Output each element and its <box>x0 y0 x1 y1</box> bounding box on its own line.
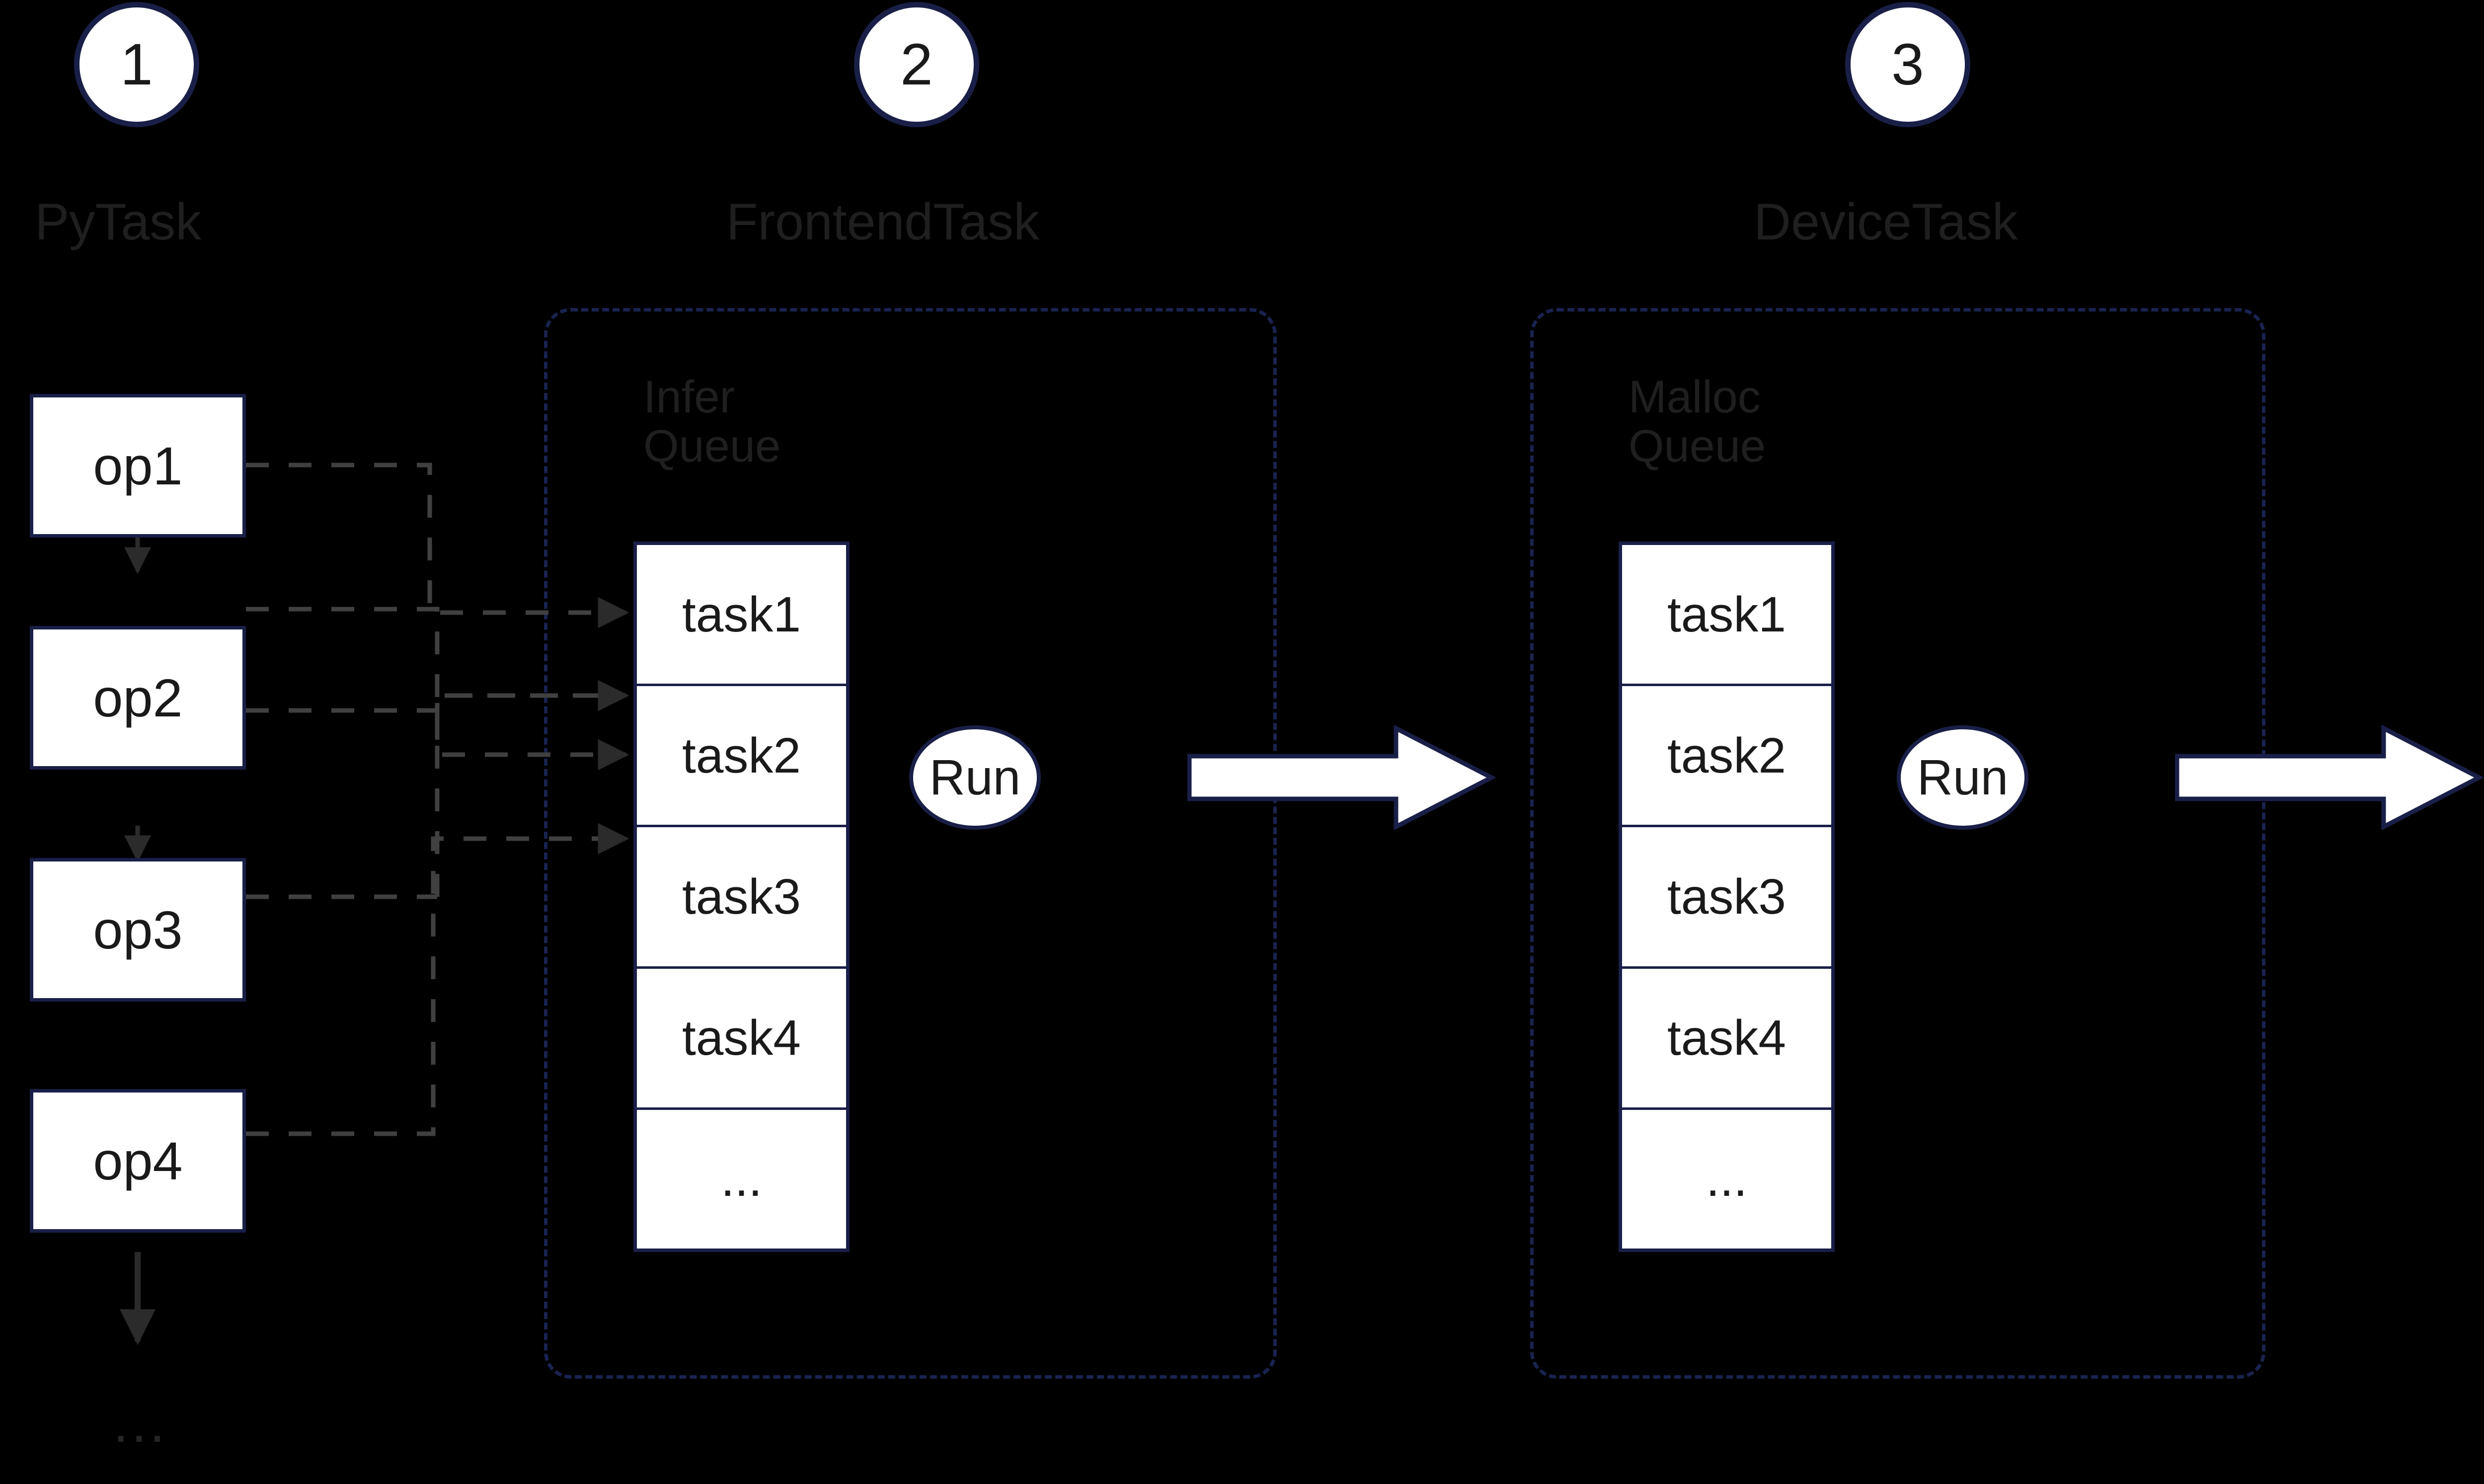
queue-title-infer: Infer Queue <box>643 372 781 472</box>
task-label: task1 <box>1667 586 1786 642</box>
task-cell[interactable]: task2 <box>1622 686 1831 828</box>
step-number-1: 1 <box>120 32 153 97</box>
flow-arrow-frontend-to-device <box>1187 725 1495 830</box>
task-cell[interactable]: task4 <box>637 969 846 1110</box>
run-ellipse-device[interactable]: Run <box>1897 725 2028 830</box>
task-label: task4 <box>1667 1010 1786 1066</box>
step-circle-1: 1 <box>74 2 199 127</box>
op-label: op4 <box>93 1130 183 1191</box>
step-circle-3: 3 <box>1845 2 1970 127</box>
stage-label-pytask: PyTask <box>35 193 202 251</box>
group-box-devicetask <box>1530 308 2265 1379</box>
task-label: task3 <box>1667 869 1786 925</box>
task-stack-infer: task1 task2 task3 task4 ... <box>633 542 850 1252</box>
task-cell[interactable]: task4 <box>1622 969 1831 1110</box>
run-label: Run <box>1917 750 2009 805</box>
task-label: task4 <box>682 1010 801 1066</box>
op-box-op4[interactable]: op4 <box>30 1089 246 1233</box>
task-cell[interactable]: task1 <box>637 545 846 687</box>
op-box-op2[interactable]: op2 <box>30 626 246 770</box>
task-cell-ellipsis: ... <box>1622 1110 1831 1249</box>
op-label: op1 <box>93 435 183 496</box>
task-cell[interactable]: task1 <box>1622 545 1831 687</box>
step-number-3: 3 <box>1891 32 1924 97</box>
op-box-op3[interactable]: op3 <box>30 858 246 1002</box>
task-cell[interactable]: task3 <box>1622 827 1831 969</box>
task-cell[interactable]: task3 <box>637 827 846 969</box>
queue-title-malloc: Malloc Queue <box>1629 372 1766 472</box>
run-label: Run <box>929 750 1021 805</box>
task-cell-ellipsis: ... <box>637 1110 846 1249</box>
op-label: op2 <box>93 667 183 728</box>
task-label: task2 <box>682 727 801 783</box>
step-number-2: 2 <box>900 32 933 97</box>
task-label: task2 <box>1667 727 1786 783</box>
stage-label-frontendtask: FrontendTask <box>726 193 1040 251</box>
task-cell[interactable]: task2 <box>637 686 846 828</box>
task-stack-malloc: task1 task2 task3 task4 ... <box>1619 542 1835 1252</box>
run-ellipse-frontend[interactable]: Run <box>909 725 1041 830</box>
op-label: op3 <box>93 899 183 960</box>
flow-arrow-device-to-launch <box>2175 725 2483 830</box>
queue-title-text: Infer Queue <box>643 372 781 472</box>
stage-label-devicetask: DeviceTask <box>1754 193 2018 251</box>
task-label: task3 <box>682 869 801 925</box>
op-box-op1[interactable]: op1 <box>30 394 246 538</box>
task-label: ... <box>720 1151 763 1207</box>
pytask-ellipsis: ... <box>113 1393 168 1454</box>
step-circle-2: 2 <box>854 2 979 127</box>
task-label: task1 <box>682 586 801 642</box>
task-label: ... <box>1706 1151 1748 1207</box>
queue-title-text: Malloc Queue <box>1629 372 1766 472</box>
